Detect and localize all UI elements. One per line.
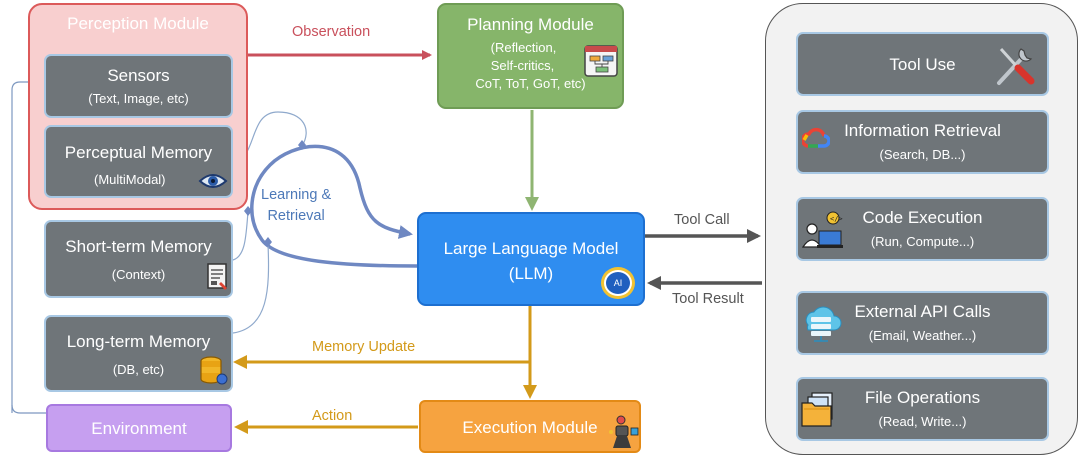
code-execution-title: Code Execution [862, 208, 983, 227]
external-api-title: External API Calls [854, 302, 991, 321]
llm-box: Large Language Model (LLM) AI [417, 212, 645, 306]
sensors-subtitle: (Text, Image, etc) [88, 91, 189, 106]
environment-box: Environment [46, 404, 232, 452]
cloud-server-icon [805, 306, 842, 342]
planning-detail-line: Self-critics, [490, 58, 555, 73]
short-term-memory-title: Short-term Memory [65, 237, 212, 256]
code-execution-subtitle: (Run, Compute...) [870, 234, 975, 249]
learning-retrieval-line: Learning & [261, 187, 332, 203]
tool-use-title: Tool Use [889, 55, 956, 74]
memory-update-label: Memory Update [312, 339, 416, 355]
planning-detail-line: CoT, ToT, GoT, etc) [475, 76, 586, 91]
file-operations-title: File Operations [864, 388, 981, 407]
information-retrieval-title: Information Retrieval [844, 121, 1001, 140]
short-term-memory-link [232, 211, 249, 261]
google-cloud-icon [802, 127, 830, 148]
short-term-memory-subtitle: (Context) [111, 267, 166, 282]
perceptual-memory-subtitle: (MultiModal) [94, 172, 166, 187]
file-operations-box: File Operations (Read, Write...) [796, 377, 1049, 441]
developer-laptop-icon: </> [801, 211, 843, 248]
tool-call-label: Tool Call [674, 212, 730, 228]
folders-icon [801, 392, 833, 427]
ai-chip-label: AI [613, 278, 623, 288]
database-icon [200, 356, 228, 385]
file-operations-subtitle: (Read, Write...) [878, 414, 967, 429]
svg-text:</>: </> [830, 215, 843, 223]
eye-icon [198, 174, 228, 188]
external-api-subtitle: (Email, Weather...) [868, 328, 977, 343]
long-term-memory-box: Long-term Memory (DB, etc) [44, 315, 233, 392]
information-retrieval-subtitle: (Search, DB...) [879, 147, 966, 162]
sensors-box: Sensors (Text, Image, etc) [44, 54, 233, 118]
long-term-memory-subtitle: (DB, etc) [112, 362, 165, 377]
perception-module-title: Perception Module [67, 14, 209, 33]
tool-use-box: Tool Use [796, 32, 1049, 96]
execution-module: Execution Module [419, 400, 641, 453]
observation-label: Observation [292, 24, 371, 40]
external-api-box: External API Calls (Email, Weather...) [796, 291, 1049, 355]
planning-details: (Reflection, Self-critics, CoT, ToT, GoT… [439, 39, 622, 93]
planning-title: Planning Module [467, 15, 594, 34]
environment-title: Environment [91, 419, 187, 438]
action-label: Action [312, 408, 353, 424]
long-term-memory-link [232, 243, 270, 334]
perceptual-memory-box: Perceptual Memory (MultiModal) [44, 125, 233, 198]
robot-worker-icon [609, 415, 639, 448]
flowchart-icon [584, 45, 618, 77]
llm-title: Large Language Model [443, 239, 619, 258]
long-term-memory-title: Long-term Memory [66, 332, 211, 351]
tool-result-label: Tool Result [672, 291, 744, 307]
planning-detail-line: (Reflection, [490, 40, 557, 55]
execution-title: Execution Module [462, 418, 598, 437]
planning-module: Planning Module (Reflection, Self-critic… [437, 3, 624, 109]
code-execution-box: Code Execution (Run, Compute...) </> [796, 197, 1049, 261]
information-retrieval-box: Information Retrieval (Search, DB...) [796, 110, 1049, 174]
sensors-title: Sensors [107, 66, 170, 85]
wrench-screwdriver-icon [997, 47, 1035, 85]
learning-retrieval-label: Learning & Retrieval [261, 185, 331, 227]
document-icon [207, 263, 227, 290]
ai-chip-icon: AI [604, 270, 632, 296]
learning-retrieval-line: Retrieval [267, 208, 325, 224]
llm-subtitle: (LLM) [508, 264, 554, 283]
short-term-memory-box: Short-term Memory (Context) [44, 220, 233, 298]
perceptual-memory-title: Perceptual Memory [64, 143, 213, 162]
